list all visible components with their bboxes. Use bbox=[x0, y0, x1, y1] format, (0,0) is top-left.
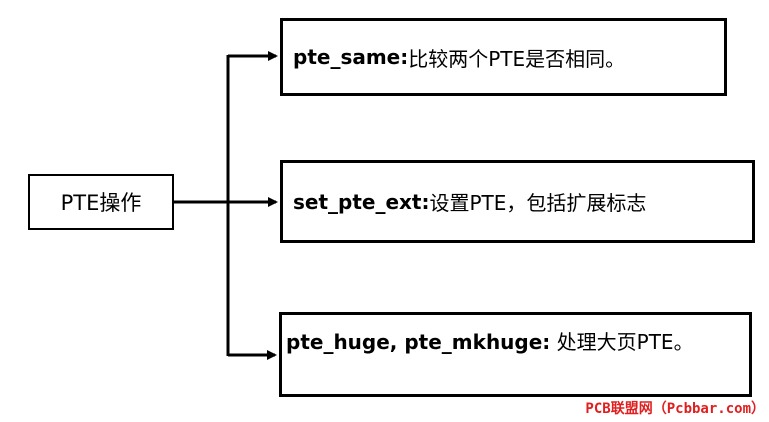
node-pte-same-desc: 比较两个PTE是否相同。 bbox=[408, 46, 626, 71]
node-pte-huge-key: pte_huge, pte_mkhuge: bbox=[286, 330, 551, 354]
node-pte-same: pte_same: 比较两个PTE是否相同。 bbox=[280, 18, 727, 96]
root-node-pte-ops: PTE操作 bbox=[28, 174, 174, 230]
node-pte-huge-desc: 处理大页PTE。 bbox=[550, 330, 694, 354]
node-set-pte-ext-desc: 设置PTE，包括扩展标志 bbox=[429, 191, 647, 215]
node-set-pte-ext-key: set_pte_ext: bbox=[293, 189, 430, 214]
node-pte-huge: pte_huge, pte_mkhuge: 处理大页PTE。 bbox=[279, 312, 752, 397]
node-set-pte-ext: set_pte_ext: 设置PTE，包括扩展标志 bbox=[280, 160, 755, 243]
watermark: PCB联盟网（Pcbbar.com） bbox=[585, 401, 765, 417]
node-pte-same-key: pte_same: bbox=[293, 45, 409, 69]
root-node-label: PTE操作 bbox=[60, 191, 142, 215]
